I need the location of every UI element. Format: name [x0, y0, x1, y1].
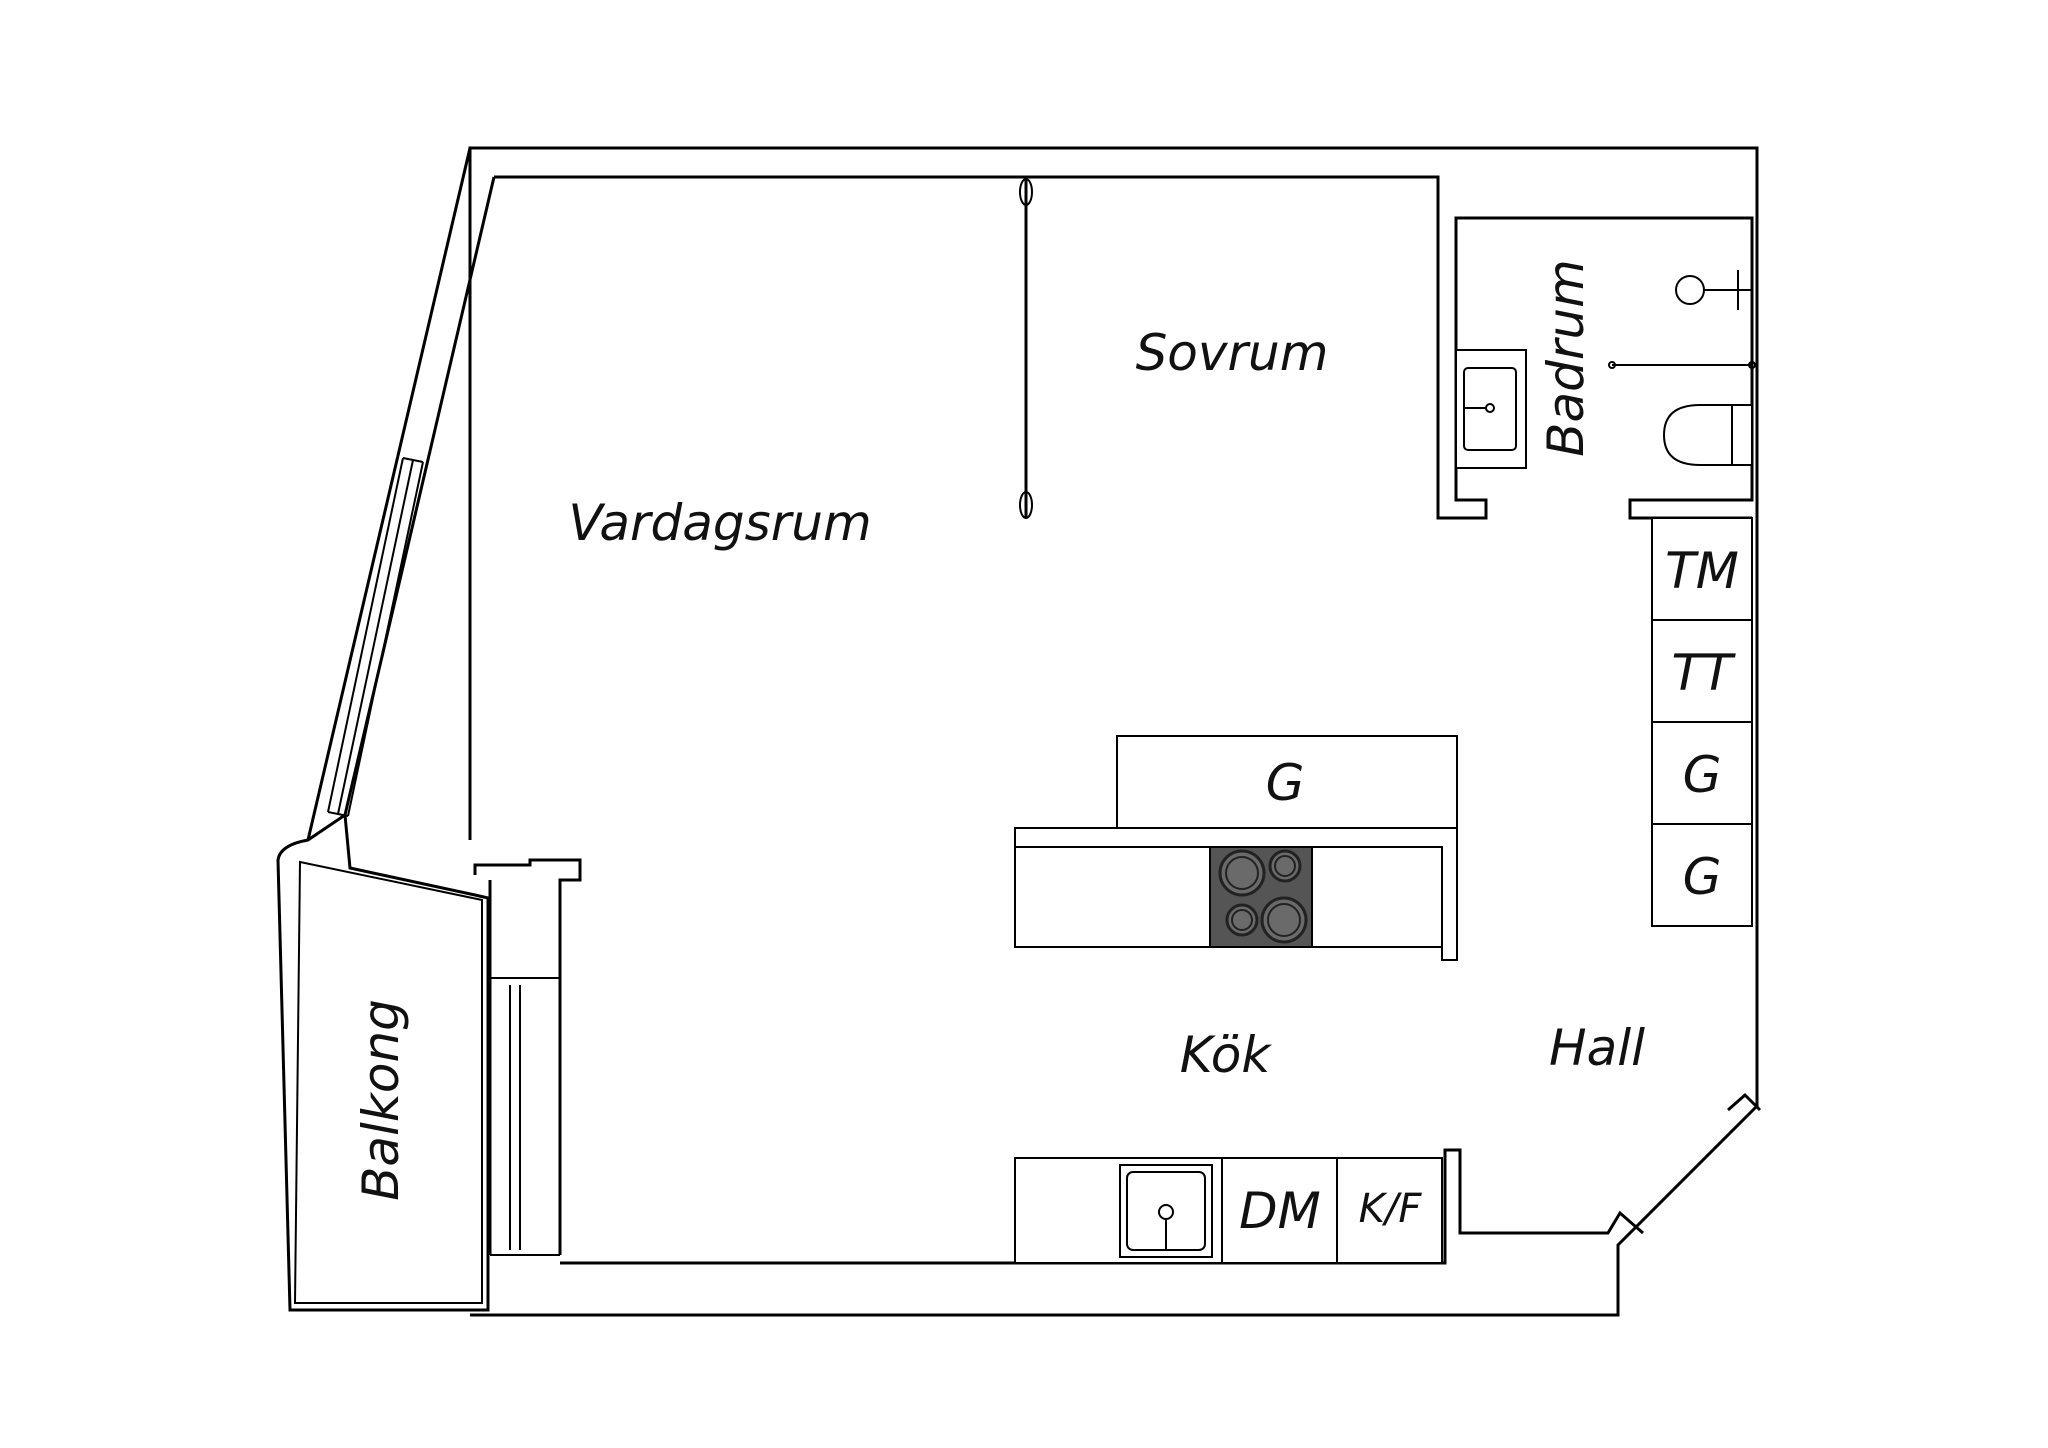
label-wardrobe-2: G: [1683, 848, 1722, 906]
living-window: [327, 457, 424, 817]
label-dryer: TT: [1671, 644, 1736, 702]
balcony-door: [473, 858, 582, 1256]
label-wardrobe-1: G: [1683, 746, 1722, 804]
left-slanted-wall-outer: [306, 147, 472, 841]
label-island-cabinet: G: [1266, 754, 1305, 812]
bottom-inner-wall: [560, 1148, 1644, 1265]
label-bathroom: Badrum: [1537, 259, 1595, 457]
left-slanted-wall-inner: [343, 176, 496, 816]
label-fridge-freezer: K/F: [1359, 1186, 1423, 1232]
label-balcony: Balkong: [352, 999, 410, 1201]
bathroom-sink: [1455, 349, 1527, 469]
toilet: [1662, 404, 1753, 466]
label-dishwasher: DM: [1239, 1182, 1321, 1240]
label-hall: Hall: [1549, 1019, 1645, 1077]
kitchen-counter: [1014, 1157, 1443, 1264]
cooktop: [1209, 846, 1313, 948]
balcony-inner: [293, 860, 483, 1304]
hall-appliance-column: [1651, 517, 1753, 927]
label-washer: TM: [1665, 542, 1739, 600]
hall-corner-wall: [1727, 1092, 1762, 1112]
label-kitchen: Kök: [1180, 1026, 1273, 1084]
label-living-room: Vardagsrum: [568, 494, 871, 552]
balcony-outline: [276, 812, 490, 1312]
room-divider: [1019, 177, 1033, 519]
kitchen-sink: [1119, 1164, 1213, 1258]
label-bedroom: Sovrum: [1136, 324, 1329, 382]
shower: [1608, 270, 1756, 369]
